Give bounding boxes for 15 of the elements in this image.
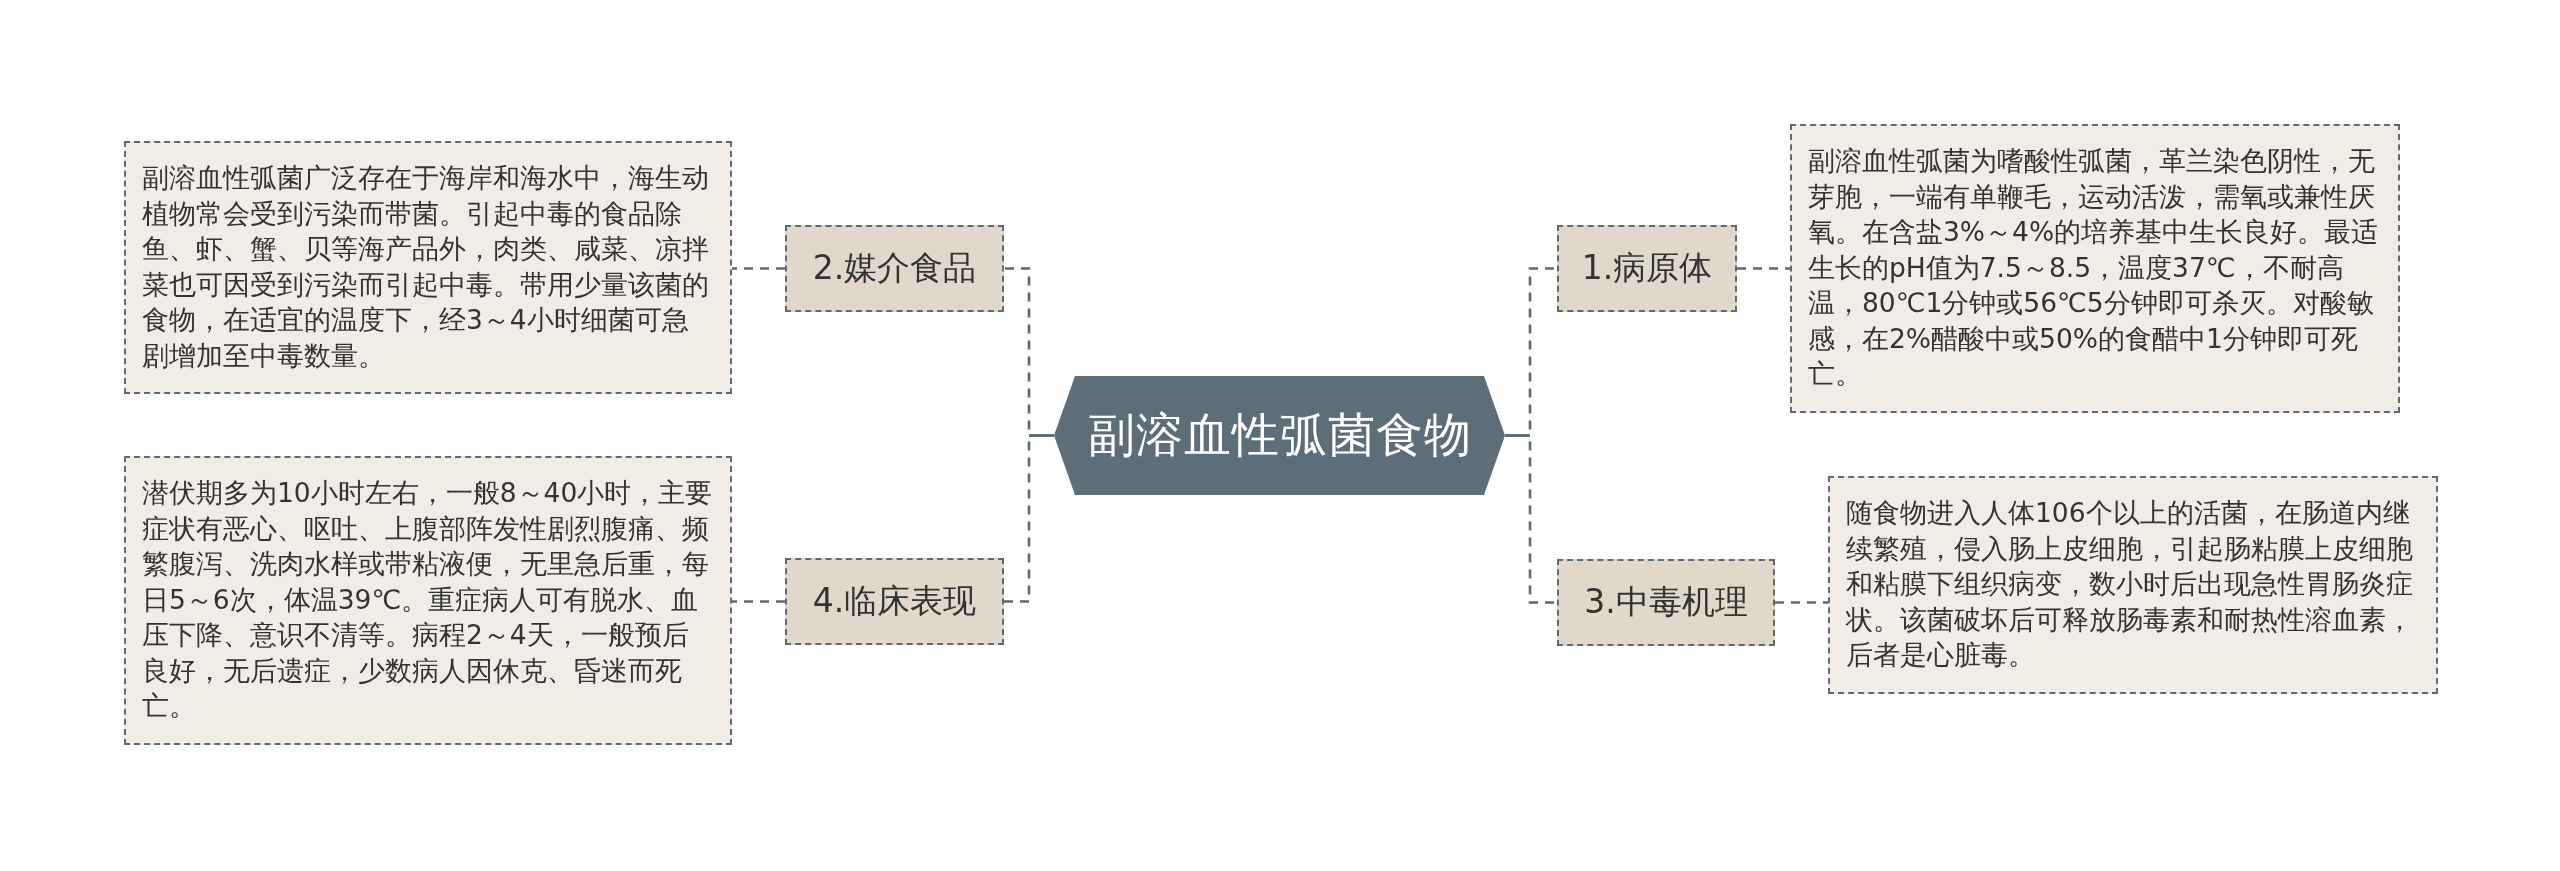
connector-line — [732, 267, 785, 270]
branch-topic: 2.媒介食品 — [785, 225, 1004, 312]
branch-topic: 3.中毒机理 — [1557, 559, 1775, 646]
connector-line — [1505, 434, 1557, 604]
connector-line — [1775, 601, 1828, 604]
connector-line — [1004, 434, 1054, 603]
detail-note: 随食物进入人体106个以上的活菌，在肠道内继续繁殖，侵入肠上皮细胞，引起肠粘膜上皮细胞和粘膜下组织病变，数小时后出现急性胃肠炎症状。该菌破坏后可释放肠毒素和耐热性溶血素，后者是心脏毒。 — [1828, 476, 2438, 694]
branch-topic: 4.临床表现 — [785, 558, 1004, 645]
central-topic: 副溶血性弧菌食物 — [1054, 376, 1505, 495]
connector-line — [1737, 267, 1790, 270]
connector-line — [732, 600, 785, 603]
detail-note: 副溶血性弧菌为嗜酸性弧菌，革兰染色阴性，无芽胞，一端有单鞭毛，运动活泼，需氧或兼性厌氧。在含盐3%～4%的培养基中生长良好。最适生长的pH值为7.5～8.5，温度37℃，不耐高温，80℃1分钟或56℃5分钟即可杀灭。对酸敏感，在2%醋酸中或50%的食醋中1分钟即可死亡。 — [1790, 124, 2400, 413]
detail-note: 潜伏期多为10小时左右，一般8～40小时，主要症状有恶心、呕吐、上腹部阵发性剧烈腹痛、频繁腹泻、洗肉水样或带粘液便，无里急后重，每日5～6次，体温39℃。重症病人可有脱水、血压下降、意识不清等。病程2～4天，一般预后良好，无后遗症，少数病人因休克、昏迷而死亡。 — [124, 456, 732, 745]
detail-note: 副溶血性弧菌广泛存在于海岸和海水中，海生动植物常会受到污染而带菌。引起中毒的食品除鱼、虾、蟹、贝等海产品外，肉类、咸菜、凉拌菜也可因受到污染而引起中毒。带用少量该菌的食物，在适宜的温度下，经3～4小时细菌可急剧增加至中毒数量。 — [124, 141, 732, 394]
branch-topic: 1.病原体 — [1557, 225, 1737, 312]
